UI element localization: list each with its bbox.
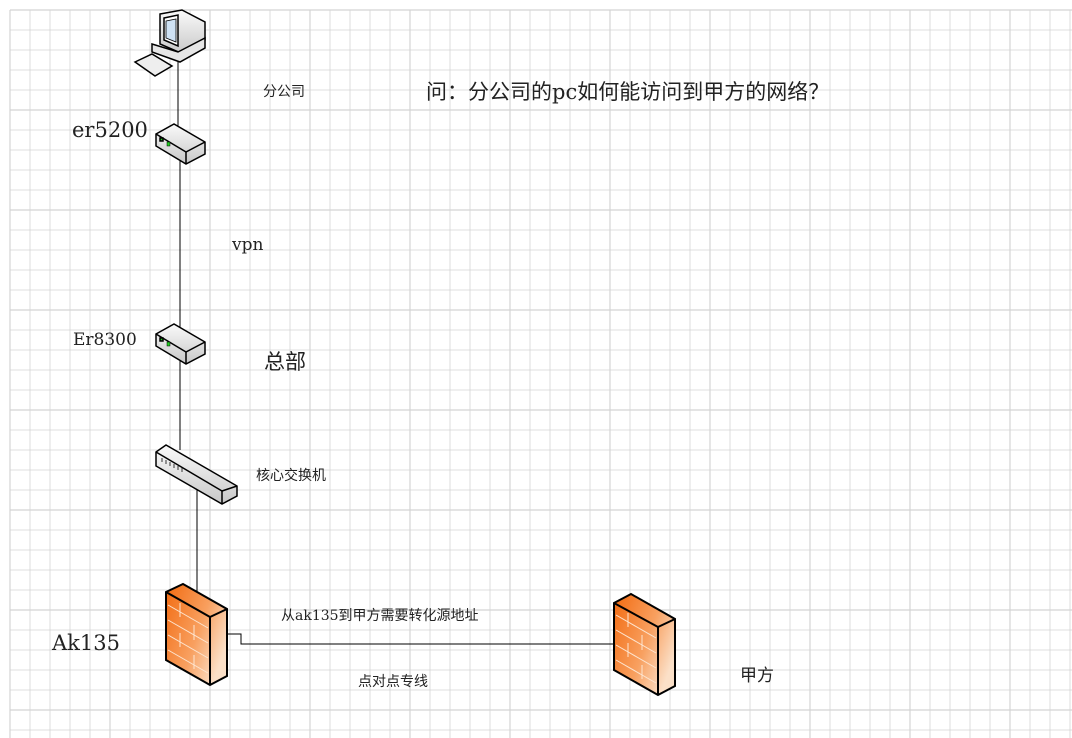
- label-ak135: Ak135: [52, 631, 120, 655]
- pc-icon[interactable]: [133, 9, 206, 77]
- label-hq: 总部: [264, 350, 306, 374]
- label-core-switch: 核心交换机: [256, 468, 326, 484]
- label-p2p-line: 点对点专线: [358, 674, 428, 690]
- question-title: 问：分公司的pc如何能访问到甲方的网络？: [426, 80, 830, 104]
- connections: [177, 62, 617, 645]
- label-er8300: Er8300: [73, 330, 137, 350]
- router-er5200-icon[interactable]: [155, 123, 206, 165]
- firewall-party-a-icon[interactable]: [613, 592, 676, 697]
- link-p2p-line: [197, 633, 617, 645]
- label-party-a: 甲方: [740, 666, 774, 686]
- firewall-ak135-icon[interactable]: [165, 582, 228, 687]
- label-vpn: vpn: [232, 235, 264, 255]
- label-er5200: er5200: [72, 118, 148, 142]
- label-nat-note: 从ak135到甲方需要转化源地址: [281, 608, 479, 624]
- core-switch-icon[interactable]: [155, 444, 238, 505]
- label-branch: 分公司: [263, 84, 305, 100]
- router-er8300-icon[interactable]: [155, 323, 206, 365]
